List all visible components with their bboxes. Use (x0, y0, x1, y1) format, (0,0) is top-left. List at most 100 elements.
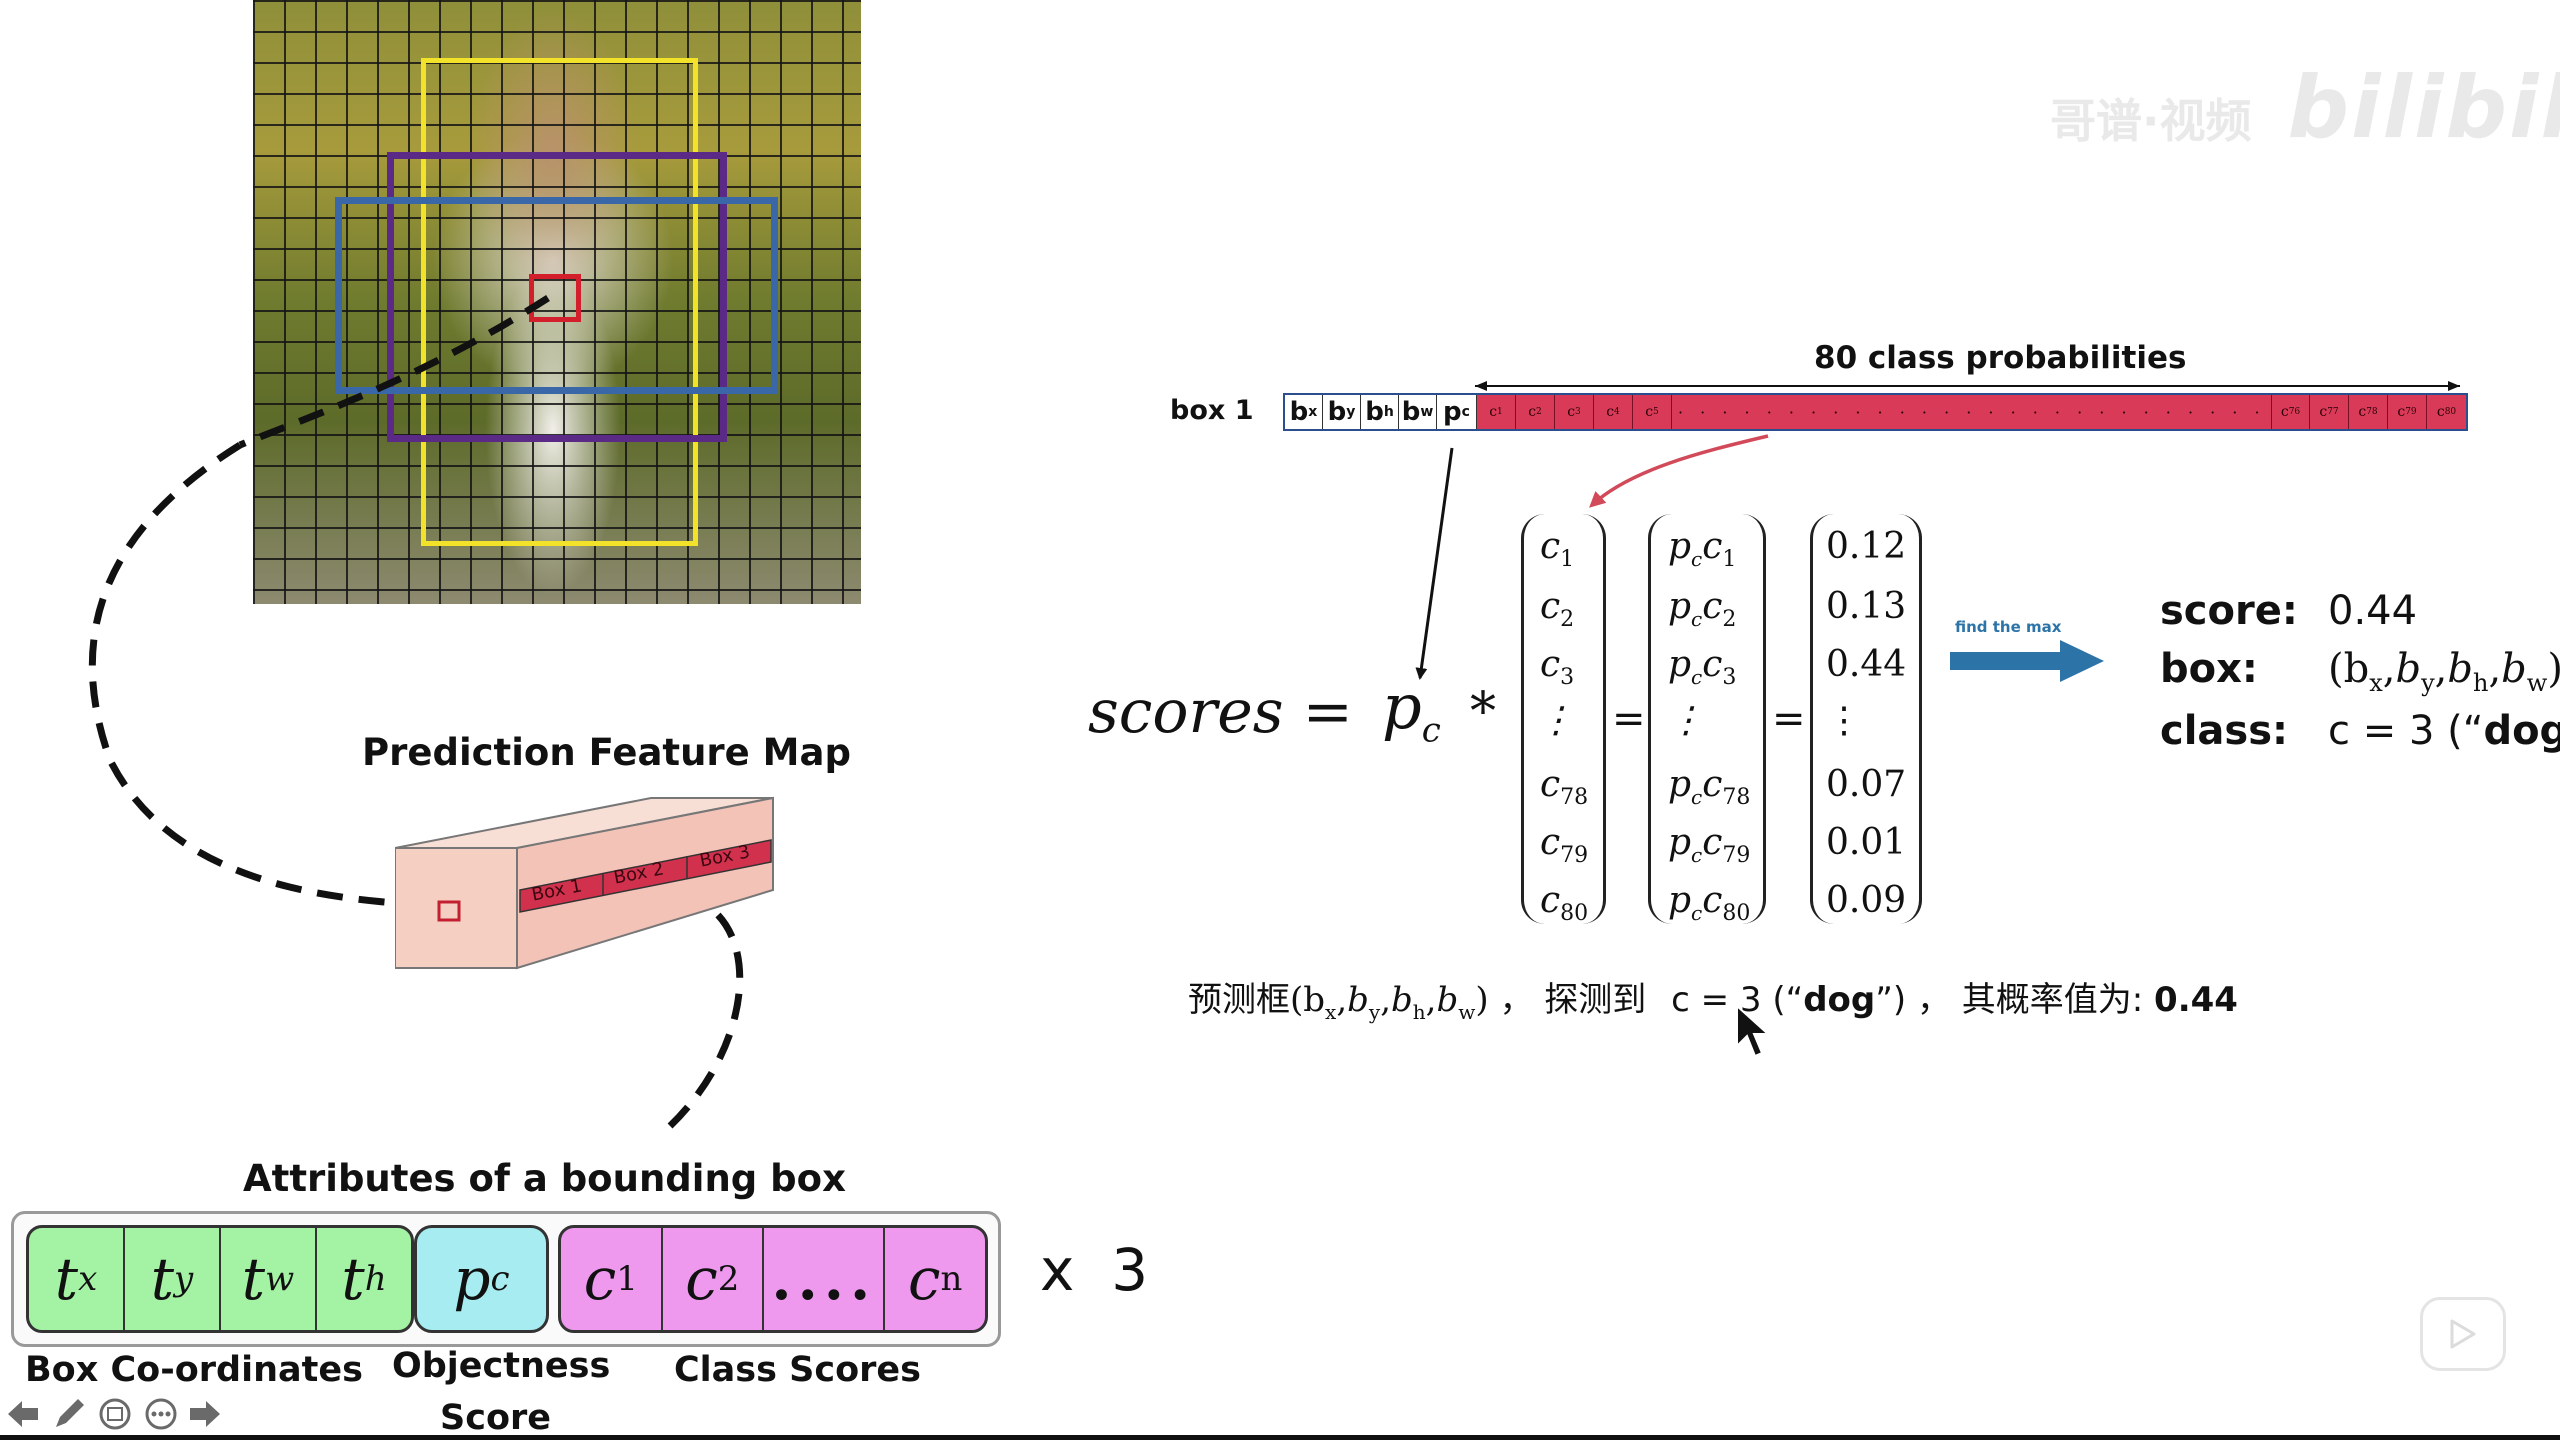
class-label: class: (2160, 708, 2289, 754)
slides-grid-icon[interactable] (96, 1395, 134, 1433)
product-matrix-entry: pcc80 (1668, 880, 1751, 927)
class-matrix (1521, 514, 1606, 924)
vector-ellipsis: · · · · · · · · · · · · · · · · · · · · … (1678, 402, 2271, 422)
equation-equals-2: = (1772, 696, 1806, 742)
product-matrix-entry: pcc78 (1668, 764, 1751, 811)
bilibili-logo: bilibili (2287, 58, 2560, 158)
box-coordinates-label: Box Co-ordinates (25, 1350, 363, 1390)
class-matrix-entry: c3 (1540, 644, 1575, 691)
vector-header: 80 class probabilities (1814, 340, 2187, 376)
mouse-cursor-icon (1736, 1004, 1771, 1058)
pen-icon[interactable] (50, 1395, 88, 1433)
caption-mid: ， 探测到 (1499, 980, 1647, 1020)
watermark-text: 哥谱·视频 (2050, 94, 2252, 148)
watermark: 哥谱·视频 bilibili (2050, 58, 2560, 158)
yellow-bounding-box (421, 58, 698, 546)
caption-suffix: ， 其概率值为: (1916, 980, 2144, 1020)
value-matrix-entry: 0.12 (1826, 526, 1907, 567)
equation-times: * (1470, 682, 1496, 742)
play-icon (2450, 1319, 2476, 1349)
purple-bounding-box (387, 152, 727, 442)
red-arrow (1589, 434, 1769, 508)
score-label: score: (2160, 588, 2298, 634)
value-matrix-entry: ⋮ (1826, 700, 1862, 741)
class-matrix-entry: c80 (1540, 880, 1589, 927)
equation-equals-1: = (1612, 696, 1646, 742)
score-value: 0.44 (2328, 588, 2418, 634)
box-value: (bx,by,bh,bw) (2328, 646, 2560, 697)
vector-label: box 1 (1170, 395, 1254, 426)
feature-map-title: Prediction Feature Map (362, 731, 851, 774)
class-matrix-entry: c79 (1540, 822, 1589, 869)
value-matrix-entry: 0.07 (1826, 764, 1907, 805)
attr-ellipsis: .... (764, 1228, 886, 1330)
bottom-border (0, 1435, 2560, 1440)
objectness-label-line2: Score (440, 1398, 551, 1438)
dashed-connector-left (88, 442, 431, 909)
objectness-label-line1: Objectness (392, 1346, 611, 1386)
caption-prob: 0.44 (2154, 980, 2238, 1020)
box-label: box: (2160, 646, 2258, 692)
product-matrix (1648, 514, 1766, 924)
value-matrix-entry: 0.09 (1826, 880, 1907, 921)
caption: 预测框(bx,by,bh,bw) ， 探测到 c = 3 (“dog”) ， 其… (1188, 972, 2238, 1024)
caption-box: (bx,by,bh,bw) (1290, 980, 1489, 1024)
product-matrix-entry: ⋮ (1668, 700, 1704, 741)
class-matrix-entry: c1 (1540, 526, 1575, 573)
next-slide-icon[interactable] (186, 1395, 224, 1433)
blue-bounding-box (335, 197, 778, 394)
play-button[interactable] (2420, 1297, 2506, 1371)
class-matrix-entry: ⋮ (1538, 700, 1574, 741)
caption-class: c = 3 (“dog”) (1671, 980, 1907, 1020)
class-matrix-entry: c78 (1540, 764, 1589, 811)
caption-prefix: 预测框 (1188, 980, 1290, 1020)
value-matrix-entry: 0.01 (1826, 822, 1907, 863)
value-matrix-entry: 0.44 (1826, 644, 1907, 685)
equation-lhs: scores = (1088, 677, 1353, 747)
red-center-cell (529, 274, 581, 322)
prev-slide-icon[interactable] (4, 1395, 42, 1433)
find-max-arrow (1950, 640, 2104, 682)
class-value: c = 3 (“dog”) (2328, 708, 2560, 754)
more-options-icon[interactable] (142, 1395, 180, 1433)
product-matrix-entry: pcc1 (1668, 526, 1737, 573)
equation-pc: pc (1382, 670, 1441, 751)
feature-map-block (395, 796, 774, 970)
attributes-title: Attributes of a bounding box (243, 1157, 846, 1200)
value-matrix (1810, 514, 1922, 924)
value-matrix-entry: 0.13 (1826, 586, 1907, 627)
pc-arrow (1415, 447, 1454, 680)
dog-photo (253, 0, 861, 604)
class-matrix-entry: c2 (1540, 586, 1575, 633)
class-scores-label: Class Scores (674, 1350, 921, 1390)
find-max-label: find the max (1955, 618, 2062, 636)
dashed-connector-photo (238, 295, 550, 449)
product-matrix-entry: pcc3 (1668, 644, 1737, 691)
